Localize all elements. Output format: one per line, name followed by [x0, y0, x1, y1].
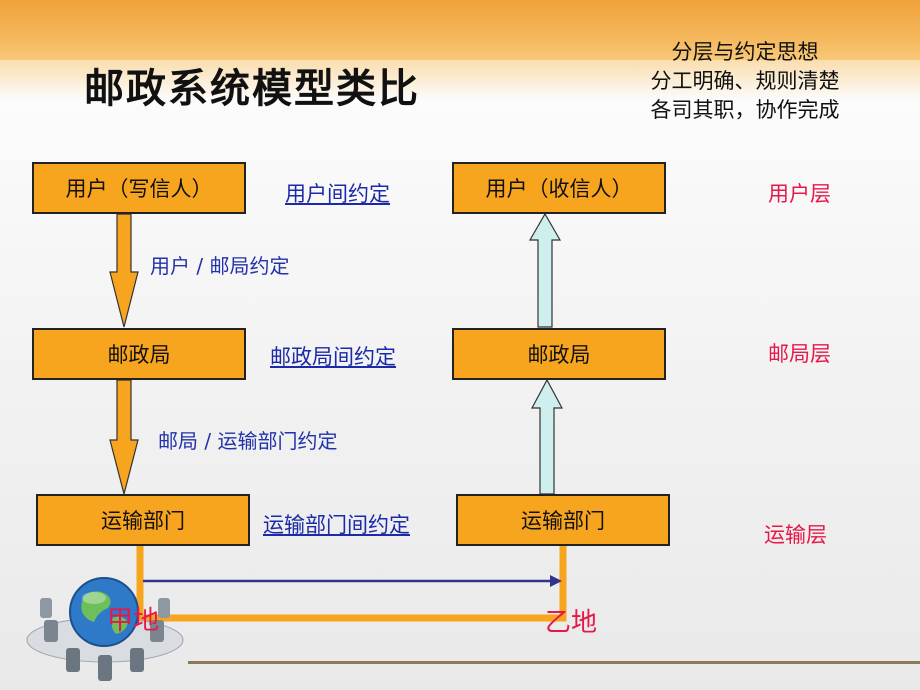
layer-user: 用户层	[768, 182, 831, 206]
note-line-3: 各司其职，协作完成	[650, 98, 840, 122]
footer-rule	[188, 661, 920, 664]
flow-arrow-head	[550, 575, 562, 587]
layer-post: 邮局层	[768, 342, 831, 366]
banner-fade	[0, 60, 920, 100]
box-left-transport: 运输部门	[36, 494, 250, 546]
place-from: 甲地	[107, 606, 160, 636]
layer-transport: 运输层	[764, 523, 827, 547]
box-right-post: 邮政局	[452, 328, 666, 380]
up-arrow-post-user	[528, 212, 562, 328]
box-left-post: 邮政局	[32, 328, 246, 380]
up-arrow-transport-post	[530, 378, 564, 495]
link-post-peer[interactable]: 邮政局间约定	[270, 345, 396, 369]
place-to: 乙地	[545, 608, 598, 638]
slide-title: 邮政系统模型类比	[84, 65, 420, 112]
box-right-transport: 运输部门	[456, 494, 670, 546]
note-line-2: 分工明确、规则清楚	[650, 69, 840, 93]
box-right-user: 用户（收信人）	[452, 162, 666, 214]
link-transport-peer[interactable]: 运输部门间约定	[263, 513, 410, 537]
principle-note: 分层与约定思想 分工明确、规则清楚 各司其职，协作完成	[620, 38, 870, 125]
down-arrow-post-transport	[109, 379, 139, 497]
down-arrow-user-post	[109, 213, 139, 328]
top-banner	[0, 0, 920, 60]
transport-route	[136, 546, 567, 622]
note-line-1: 分层与约定思想	[671, 40, 819, 64]
link-user-peer[interactable]: 用户间约定	[285, 182, 390, 206]
box-left-user: 用户（写信人）	[32, 162, 246, 214]
label-post-transport: 邮局 / 运输部门约定	[158, 429, 338, 453]
label-user-post: 用户 / 邮局约定	[150, 254, 290, 278]
